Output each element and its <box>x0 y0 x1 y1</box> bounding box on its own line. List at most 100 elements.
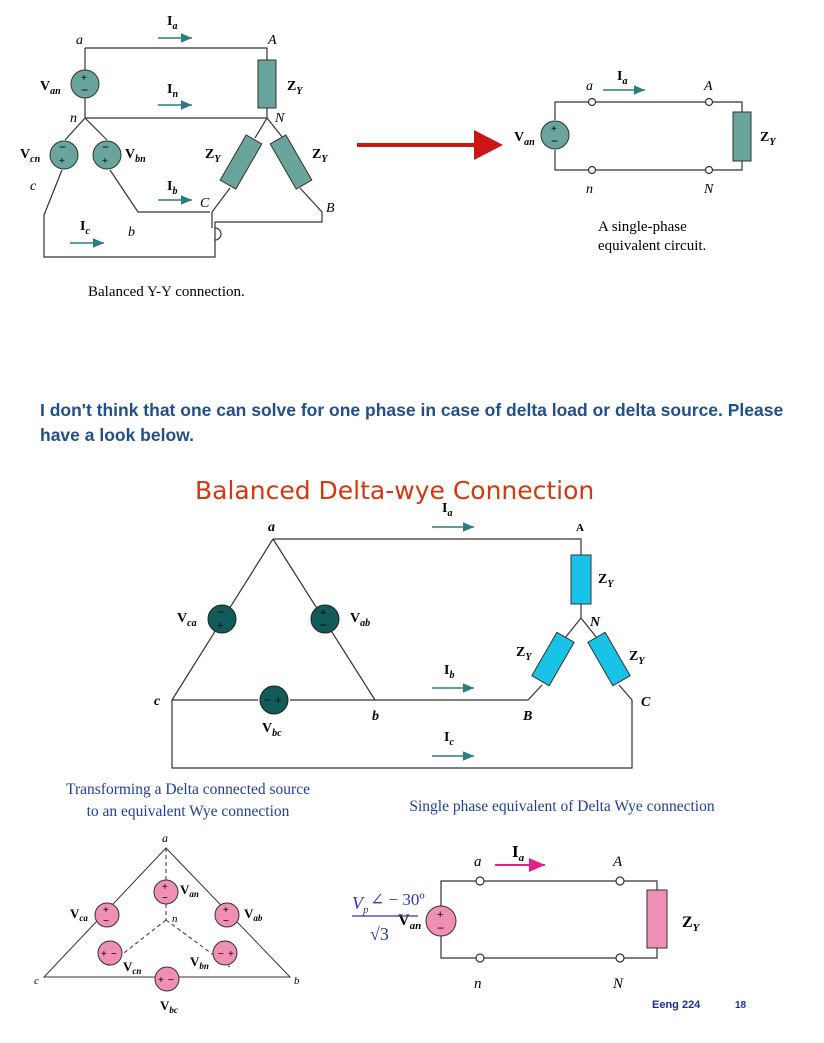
label-van: Van <box>40 79 61 97</box>
svg-text:−: − <box>162 893 168 904</box>
svg-text:−: − <box>102 140 109 154</box>
wire-crossover <box>214 227 222 241</box>
t-label-van: Van <box>180 882 199 899</box>
label-zy-3: ZY <box>312 147 328 165</box>
terminal-dots <box>587 97 714 175</box>
label-ia-single: Ia <box>617 69 627 87</box>
dw-node-b: b <box>372 709 379 724</box>
label-van-single: Van <box>514 130 535 148</box>
dw-load-zy-single <box>646 889 668 949</box>
svg-text:−: − <box>103 916 109 927</box>
s-node-A: A <box>612 854 623 870</box>
s-label-ia: Ia <box>512 842 525 864</box>
svg-text:−: − <box>223 916 229 927</box>
note-text: I don't think that one can solve for one… <box>40 400 784 445</box>
node-b: b <box>128 225 135 240</box>
src-vbn-t <box>212 940 238 966</box>
source-van-single: + − <box>540 120 570 150</box>
svg-text:−: − <box>264 693 271 707</box>
label-zy-single: ZY <box>760 130 776 148</box>
t-node-b: b <box>294 975 300 987</box>
label-zy-1: ZY <box>287 79 303 97</box>
svg-text:+: + <box>59 156 65 167</box>
node-c: c <box>30 179 37 194</box>
src-vca-t <box>94 902 120 928</box>
caption-yy: Balanced Y-Y connection. <box>88 284 245 300</box>
s-label-van: Van <box>398 912 421 932</box>
yy-circuit <box>43 47 323 258</box>
svg-text:∠ − 30º: ∠ − 30º <box>370 890 425 909</box>
t-label-vbn: Vbn <box>190 954 209 971</box>
load-zy-b <box>269 134 313 190</box>
dw-node-B: B <box>522 709 532 724</box>
caption-transform-line2: to an equivalent Wye connection <box>86 803 290 820</box>
node-N: N <box>274 111 285 126</box>
svg-text:−: − <box>59 140 66 154</box>
dw-label-ia: Ia <box>442 501 452 519</box>
dw-load-a <box>570 554 592 605</box>
s-node-n: n <box>474 976 482 992</box>
caption-dw-single: Single phase equivalent of Delta Wye con… <box>409 798 715 815</box>
load-zy-single <box>732 111 752 162</box>
caption-single-line2: equivalent circuit. <box>598 238 707 254</box>
svg-text:−: − <box>437 921 444 935</box>
label-in: In <box>167 82 178 100</box>
s-node-N: N <box>612 976 624 992</box>
dw-label-ib: Ib <box>444 663 454 681</box>
label-ic: Ic <box>80 219 90 237</box>
svg-text:−: − <box>81 83 88 97</box>
dw-label-ic: Ic <box>444 730 454 748</box>
transform-sources <box>94 879 240 992</box>
svg-text:+: + <box>320 607 326 619</box>
svg-text:+: + <box>217 620 223 632</box>
dw-load-b <box>531 631 575 687</box>
node-C: C <box>200 196 210 211</box>
source-vbc: − + <box>259 685 289 715</box>
dw-terminal-dots <box>475 876 625 963</box>
formula-vp-over-root3: Vp ∠ − 30º √3 <box>352 890 425 944</box>
dw-label-vbc: Vbc <box>262 721 282 739</box>
s-node-a: a <box>474 854 482 870</box>
footer-page-number: 18 <box>735 1000 747 1011</box>
t-node-c: c <box>34 975 39 987</box>
node-a: a <box>76 33 83 48</box>
svg-text:√3: √3 <box>370 924 389 944</box>
src-vbc-t <box>154 966 180 992</box>
dw-node-N: N <box>589 615 601 630</box>
svg-text:+: + <box>551 124 557 135</box>
dw-label-vca: Vca <box>177 611 197 629</box>
footer-course: Eeng 224 <box>652 999 701 1011</box>
dw-single-phase-circuit <box>440 880 658 959</box>
svg-text:+: + <box>158 975 164 986</box>
t-label-vab: Vab <box>244 906 263 923</box>
svg-text:+: + <box>102 156 108 167</box>
t-label-vca: Vca <box>70 906 88 923</box>
label-vcn: Vcn <box>20 147 41 165</box>
node-A-single: A <box>703 79 713 94</box>
label-vbn: Vbn <box>125 147 146 165</box>
svg-text:+: + <box>437 909 443 921</box>
svg-text:−: − <box>111 949 117 960</box>
dw-node-A: A <box>576 522 584 534</box>
svg-text:+: + <box>103 905 109 916</box>
s-label-zy: ZY <box>682 914 701 934</box>
svg-text:−: − <box>218 949 224 960</box>
src-vcn-t <box>97 940 123 966</box>
node-B: B <box>326 201 335 216</box>
svg-text:+: + <box>275 695 281 707</box>
t-node-n: n <box>172 913 178 925</box>
load-zy-c <box>219 134 263 190</box>
dw-node-C: C <box>641 695 651 710</box>
t-label-vcn: Vcn <box>123 959 141 976</box>
svg-text:−: − <box>217 605 224 619</box>
source-van: + − <box>70 69 100 99</box>
load-zy-a <box>257 59 277 109</box>
dw-label-vab: Vab <box>350 611 370 629</box>
t-node-a: a <box>162 831 168 845</box>
source-vca: − + <box>207 604 237 634</box>
label-zy-2: ZY <box>205 147 221 165</box>
label-ia: Ia <box>167 14 177 32</box>
source-vab: + − <box>310 604 340 634</box>
src-vab-t <box>214 902 240 928</box>
